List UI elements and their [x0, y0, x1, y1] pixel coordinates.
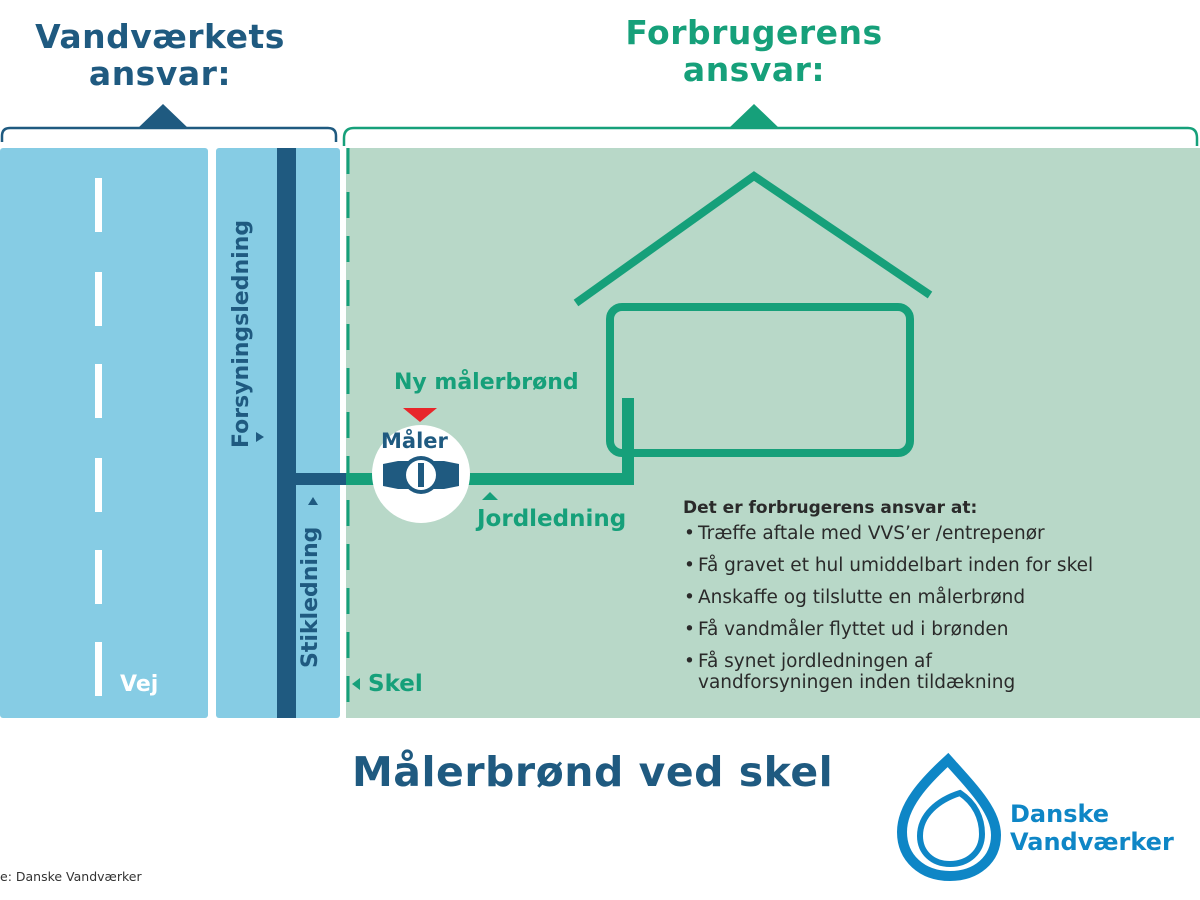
road-dash: [95, 272, 102, 326]
list-item: •Få vandmåler flyttet ud i brønden: [683, 619, 1183, 640]
boundary-pointer-icon: [352, 678, 360, 690]
road-dash: [95, 364, 102, 418]
water-meter-icon: [383, 456, 459, 494]
meter-well-marker-icon: [403, 408, 437, 422]
consumer-property-area: [346, 148, 1200, 718]
responsibilities-title: Det er forbrugerens ansvar at:: [683, 498, 978, 518]
consumer-heading-line1: Forbrugerens: [625, 13, 883, 52]
bullet-icon: •: [684, 619, 695, 640]
logo-wordmark: Danske Vandværker: [1010, 800, 1174, 856]
supply-pipe: [277, 148, 296, 718]
list-item-text: Få synet jordledningen af vandforsyninge…: [698, 651, 1016, 693]
road-center-dashes: [95, 178, 102, 696]
service-pipe-pointer-icon: [308, 497, 318, 505]
utility-heading-line1: Vandværkets: [35, 17, 285, 56]
list-item: •Træffe aftale med VVS’er /entrepenør: [683, 523, 1183, 544]
ground-pipe-label: Jordledning: [477, 506, 627, 532]
logo-line2: Vandværker: [1010, 828, 1174, 856]
road-label: Vej: [120, 672, 159, 697]
service-pipe: [290, 473, 346, 485]
logo-line1: Danske: [1010, 800, 1110, 828]
list-item-text: Få gravet et hul umiddelbart inden for s…: [698, 555, 1094, 576]
list-item: •Anskaffe og tilslutte en målerbrønd: [683, 587, 1183, 608]
consumer-bracket: [342, 104, 1199, 146]
supply-pipe-label: Forsyningsledning: [229, 219, 254, 448]
bullet-icon: •: [684, 523, 695, 544]
road-dash: [95, 550, 102, 604]
consumer-bracket-pointer: [729, 104, 779, 128]
road-dash: [95, 458, 102, 512]
list-item-text: Anskaffe og tilslutte en målerbrønd: [698, 587, 1026, 608]
list-item-text: Få vandmåler flyttet ud i brønden: [698, 619, 1009, 640]
utility-heading-line2: ansvar:: [88, 54, 232, 93]
boundary-label: Skel: [368, 671, 423, 697]
road-dash: [95, 178, 102, 232]
bullet-icon: •: [684, 651, 695, 672]
bullet-icon: •: [684, 587, 695, 608]
house-icon: [573, 171, 933, 457]
bullet-icon: •: [684, 555, 695, 576]
supply-pipe-pointer-icon: [256, 432, 264, 442]
service-pipe-label: Stikledning: [298, 526, 323, 668]
responsibilities-list: •Træffe aftale med VVS’er /entrepenør •F…: [683, 523, 1183, 693]
diagram-title: Målerbrønd ved skel: [352, 748, 834, 796]
list-item: •Få synet jordledningen af vandforsyning…: [683, 651, 1088, 693]
utility-bracket-pointer: [138, 104, 188, 128]
consumer-heading-line2: ansvar:: [682, 50, 826, 89]
source-credit: e: Danske Vandværker: [0, 869, 142, 884]
list-item-text: Træffe aftale med VVS’er /entrepenør: [698, 523, 1045, 544]
road-area: [0, 148, 208, 718]
road-dash: [95, 642, 102, 696]
consumer-responsibilities: Det er forbrugerens ansvar at: •Træffe a…: [683, 497, 1183, 704]
new-meter-well-label: Ny målerbrønd: [394, 370, 579, 395]
consumer-responsibility-heading: Forbrugerens ansvar:: [594, 14, 914, 88]
ground-pipe-riser: [622, 398, 634, 485]
meter-label: Måler: [381, 429, 448, 453]
ground-pipe-pointer-icon: [482, 492, 498, 500]
list-item: •Få gravet et hul umiddelbart inden for …: [683, 555, 1183, 576]
utility-responsibility-heading: Vandværkets ansvar:: [0, 18, 320, 92]
utility-bracket: [0, 104, 338, 142]
water-drop-icon: [896, 752, 1002, 882]
